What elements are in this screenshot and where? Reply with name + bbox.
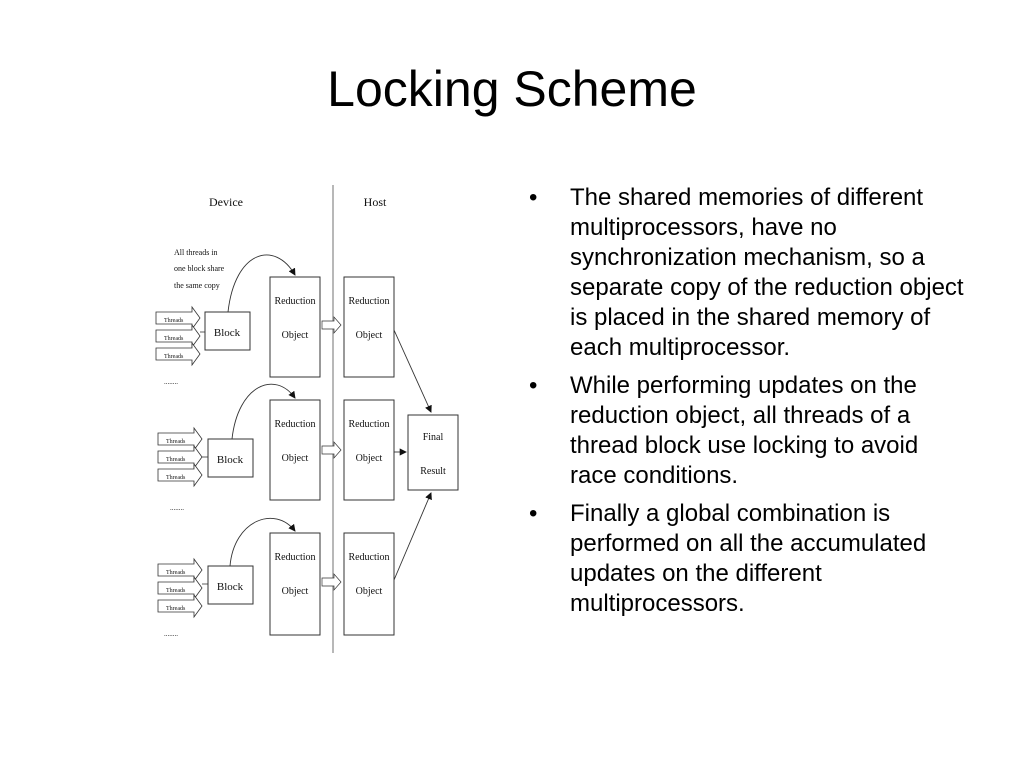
reduction-label-top: Reduction	[348, 296, 389, 307]
thread-arrow: Threads	[155, 305, 201, 331]
final-result-box	[407, 414, 459, 491]
reduction-label-bottom: Object	[356, 453, 383, 464]
block-label: Block	[217, 454, 244, 466]
bullet-item: • Finally a global combination is perfor…	[529, 499, 969, 619]
thread-arrow: Threads	[155, 323, 201, 349]
thread-arrow: Threads	[157, 575, 203, 601]
reduction-label-bottom: Object	[356, 586, 383, 597]
device-reduction-object-box	[269, 532, 321, 636]
bullet-dot: •	[529, 184, 538, 211]
reduction-label-top: Reduction	[274, 552, 315, 563]
ellipsis: ........	[164, 378, 178, 386]
bullet-list: • The shared memories of different multi…	[529, 183, 969, 627]
thread-arrow: Threads	[157, 557, 203, 583]
slide-title: Locking Scheme	[327, 61, 697, 117]
combine-arrow-3	[393, 492, 432, 581]
bullet-item: • The shared memories of different multi…	[529, 183, 969, 363]
locking-scheme-diagram: Device Host All threads in one block sha…	[150, 180, 470, 660]
bullet-dot: •	[529, 372, 538, 399]
block-box	[207, 565, 254, 605]
host-reduction-object-box	[343, 399, 395, 501]
thread-label: Threads	[164, 354, 184, 360]
bullet-text: While performing updates on the reductio…	[570, 372, 919, 489]
bullet-item: • While performing updates on the reduct…	[529, 371, 969, 491]
reduction-label-bottom: Object	[282, 586, 309, 597]
device-reduction-object-box	[269, 399, 321, 501]
host-reduction-object-box	[343, 532, 395, 636]
copy-to-host-arrow	[321, 573, 342, 591]
host-reduction-object-box	[343, 276, 395, 378]
shared-copy-note-line-1: All threads in	[174, 248, 218, 257]
device-header: Device	[209, 195, 243, 209]
reduction-label-top: Reduction	[274, 419, 315, 430]
block-label: Block	[217, 581, 244, 593]
shared-copy-arrow	[231, 383, 296, 440]
shared-copy-note-line-2: one block share	[174, 264, 225, 273]
thread-arrow: Threads	[157, 462, 203, 488]
multiprocessor-row-1: Threads Threads Threads ........ Block R…	[155, 254, 395, 386]
bullet-dot: •	[529, 500, 538, 527]
combine-arrow-1	[393, 329, 432, 413]
thread-label: Threads	[166, 588, 186, 594]
block-label: Block	[214, 327, 241, 339]
ellipsis: ........	[164, 630, 178, 638]
shared-copy-arrow	[229, 517, 296, 567]
bullet-text: Finally a global combination is performe…	[570, 500, 927, 617]
device-reduction-object-box	[269, 276, 321, 378]
reduction-label-top: Reduction	[348, 552, 389, 563]
thread-label: Threads	[166, 606, 186, 612]
thread-arrow: Threads	[157, 444, 203, 470]
final-label-top: Final	[423, 432, 444, 443]
block-box	[204, 311, 251, 351]
thread-label: Threads	[164, 318, 184, 324]
final-label-bottom: Result	[420, 466, 446, 477]
thread-arrow: Threads	[157, 593, 203, 619]
thread-arrow: Threads	[155, 341, 201, 367]
thread-label: Threads	[166, 457, 186, 463]
reduction-label-bottom: Object	[282, 330, 309, 341]
copy-to-host-arrow	[321, 441, 342, 459]
reduction-label-bottom: Object	[282, 453, 309, 464]
ellipsis: ........	[170, 504, 184, 512]
thread-label: Threads	[166, 570, 186, 576]
thread-arrow: Threads	[157, 426, 203, 452]
block-box	[207, 438, 254, 478]
reduction-label-top: Reduction	[348, 419, 389, 430]
thread-label: Threads	[166, 439, 186, 445]
reduction-label-top: Reduction	[274, 296, 315, 307]
copy-to-host-arrow	[321, 316, 342, 334]
multiprocessor-row-2: Threads Threads Threads ........ Block R…	[157, 383, 395, 512]
thread-label: Threads	[166, 475, 186, 481]
shared-copy-arrow	[227, 254, 296, 313]
diagram-canvas: Device Host All threads in one block sha…	[155, 185, 459, 653]
shared-copy-note-line-3: the same copy	[174, 281, 220, 290]
bullet-text: The shared memories of different multipr…	[570, 184, 964, 361]
thread-label: Threads	[164, 336, 184, 342]
multiprocessor-row-3: Threads Threads Threads ........ Block R…	[157, 517, 395, 638]
reduction-label-bottom: Object	[356, 330, 383, 341]
host-header: Host	[364, 195, 387, 209]
